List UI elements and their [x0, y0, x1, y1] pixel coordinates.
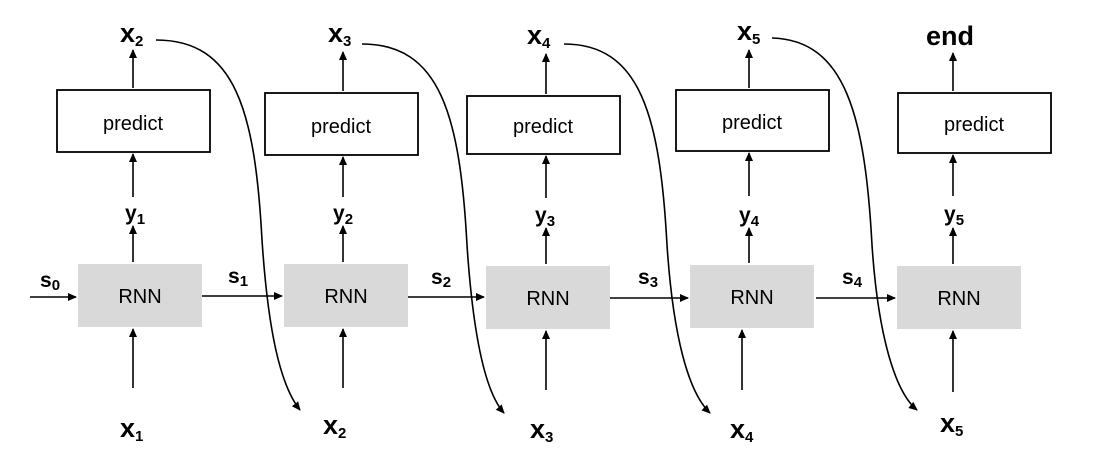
state-label: s4: [842, 266, 863, 291]
step-4: RNN predict y4 x5 x4 s3: [610, 16, 918, 446]
step-5: RNN predict y5 end x5 s4: [816, 21, 1052, 440]
output-label: y5: [944, 203, 964, 229]
feedback-arrow: [155, 39, 301, 411]
state-label: s2: [431, 266, 451, 291]
input-token-label: x1: [120, 413, 143, 445]
rnn-cell: [284, 264, 408, 327]
predicted-token-label: x4: [527, 20, 551, 52]
predicted-token-label: end: [926, 21, 974, 51]
input-token-label: x5: [940, 408, 963, 440]
input-token-label: x2: [323, 410, 346, 442]
predict-label: predict: [944, 114, 1004, 136]
state-label: s3: [638, 266, 658, 291]
rnn-cell-label: RNN: [730, 287, 773, 309]
step-2: RNN predict y2 x3 x2 s1: [202, 18, 505, 442]
rnn-cell-label: RNN: [937, 288, 980, 310]
rnn-cell-label: RNN: [324, 286, 367, 308]
predict-box: [56, 89, 211, 153]
predict-label: predict: [311, 116, 371, 138]
predict-label: predict: [513, 116, 573, 138]
feedback-arrow: [361, 43, 505, 414]
predicted-token-label: x5: [737, 16, 760, 48]
output-label: y2: [333, 202, 353, 228]
step-1: RNN predict y1 x2 x1 s0: [30, 18, 301, 445]
predict-label: predict: [103, 113, 163, 135]
predict-box: [675, 89, 830, 152]
rnn-cell-label: RNN: [118, 286, 161, 308]
output-label: y4: [739, 204, 760, 230]
step-3: RNN predict y3 x4 x3 s2: [408, 20, 711, 446]
rnn-cell: [78, 264, 202, 327]
predict-box: [897, 92, 1052, 154]
output-label: y3: [535, 204, 555, 230]
rnn-cell-label: RNN: [526, 288, 569, 310]
predict-box: [264, 92, 419, 156]
rnn-cell: [897, 266, 1021, 329]
predict-label: predict: [722, 112, 782, 134]
input-token-label: x4: [730, 414, 754, 446]
predicted-token-label: x3: [328, 18, 351, 50]
predicted-token-label: x2: [120, 18, 143, 50]
predict-box: [466, 95, 621, 155]
rnn-cell: [486, 266, 610, 329]
output-label: y1: [125, 202, 145, 228]
feedback-arrow: [563, 43, 711, 414]
feedback-arrow: [771, 37, 918, 411]
rnn-cell: [690, 265, 814, 328]
state-label: s0: [40, 269, 60, 294]
state-label: s1: [228, 265, 248, 290]
input-token-label: x3: [530, 414, 553, 446]
